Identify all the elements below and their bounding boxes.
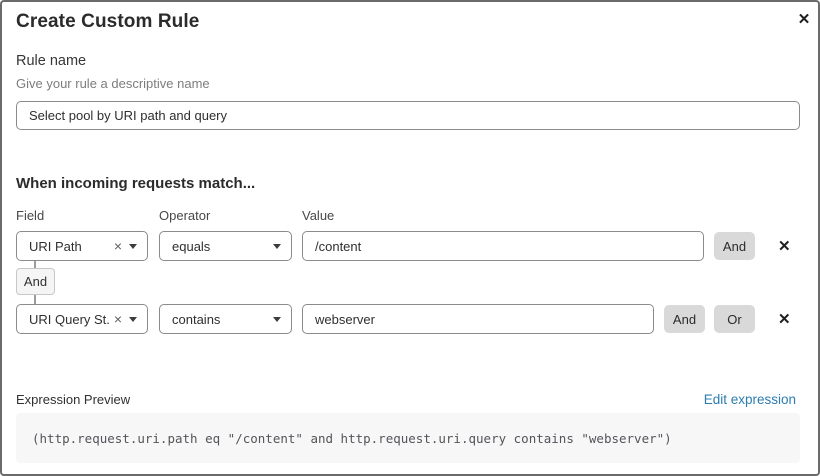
close-icon[interactable]: ✕: [797, 11, 811, 28]
clear-field-icon[interactable]: ×: [113, 311, 122, 327]
clear-field-icon[interactable]: ×: [113, 238, 122, 254]
operator-select-row1-value: equals: [172, 238, 211, 254]
connector-line-top: [34, 261, 36, 269]
operator-select-row2[interactable]: contains: [159, 304, 292, 334]
chevron-down-icon: [273, 316, 281, 322]
expression-preview-label: Expression Preview: [16, 392, 131, 407]
value-input-row1[interactable]: [302, 231, 704, 261]
operator-select-row2-value: contains: [172, 311, 221, 327]
chevron-down-icon: [273, 243, 281, 249]
or-button-row2[interactable]: Or: [714, 305, 755, 333]
dialog-title: Create Custom Rule: [16, 11, 200, 32]
connector-and-badge: And: [16, 268, 55, 295]
rule-name-label: Rule name: [16, 53, 87, 69]
operator-select-row1[interactable]: equals: [159, 231, 292, 261]
and-button-row2[interactable]: And: [664, 305, 705, 333]
field-select-row1[interactable]: URI Path ×: [16, 231, 148, 261]
rule-name-description: Give your rule a descriptive name: [16, 76, 210, 91]
field-select-row1-value: URI Path: [29, 238, 82, 254]
field-select-row2-value: URI Query St...: [29, 311, 110, 327]
expression-preview-code: (http.request.uri.path eq "/content" and…: [32, 430, 672, 446]
remove-row2-icon[interactable]: ✕: [778, 311, 791, 328]
column-label-operator: Operator: [159, 208, 211, 223]
matcher-heading: When incoming requests match...: [16, 175, 256, 192]
and-button-row1[interactable]: And: [714, 232, 755, 260]
field-select-row2[interactable]: URI Query St... ×: [16, 304, 148, 334]
chevron-down-icon: [129, 316, 137, 322]
value-input-row2[interactable]: [302, 304, 654, 334]
chevron-down-icon: [129, 243, 137, 249]
connector-line-bottom: [34, 295, 36, 304]
expression-preview-box: (http.request.uri.path eq "/content" and…: [16, 413, 800, 463]
remove-row1-icon[interactable]: ✕: [778, 238, 791, 255]
rule-name-input[interactable]: [16, 101, 800, 130]
column-label-field: Field: [16, 208, 45, 223]
edit-expression-link[interactable]: Edit expression: [703, 392, 796, 407]
column-label-value: Value: [302, 208, 335, 223]
